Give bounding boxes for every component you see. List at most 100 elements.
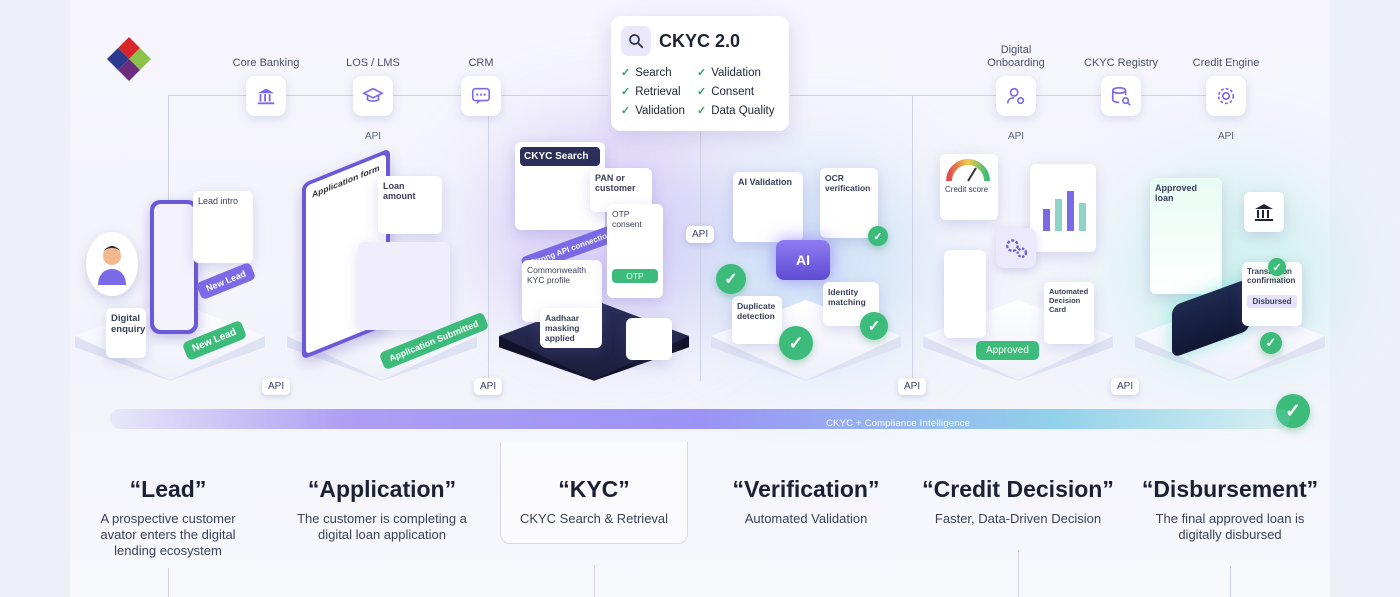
brand-logo-icon bbox=[107, 37, 151, 81]
system-label: CKYC Registry bbox=[1084, 57, 1158, 69]
decision-card: Automated Decision Card bbox=[1044, 282, 1094, 344]
connector-line bbox=[168, 568, 169, 597]
api-tag-credit-disbursement: API bbox=[1111, 378, 1140, 395]
check-circle-icon: ✓ bbox=[779, 326, 813, 360]
otp-consent-card: OTP consent OTP bbox=[607, 204, 663, 298]
stage-application: “Application” The customer is completing… bbox=[282, 476, 482, 543]
api-label: API bbox=[1007, 131, 1025, 142]
stage-title: “Disbursement” bbox=[1141, 476, 1319, 502]
check-icon: ✓ bbox=[621, 105, 631, 117]
stage-verification: “Verification” Automated Validation bbox=[706, 476, 906, 527]
id-card-icon bbox=[626, 318, 672, 360]
check-circle-icon: ✓ bbox=[860, 312, 888, 340]
otp-button[interactable]: OTP bbox=[612, 269, 658, 283]
stage-credit-decision: “Credit Decision” Faster, Data-Driven De… bbox=[903, 476, 1133, 527]
ckyc-feature-list: ✓Search ✓Validation ✓Retrieval ✓Consent … bbox=[621, 66, 779, 118]
system-credit-engine: Credit Engine API bbox=[1181, 42, 1271, 143]
disbursed-label: Disbursed bbox=[1247, 295, 1297, 308]
stage-lead: “Lead” A prospective customer avator ent… bbox=[68, 476, 268, 559]
system-label: Digital Onboarding bbox=[987, 44, 1045, 69]
stage-description: The final approved loan is digitally dis… bbox=[1155, 511, 1305, 542]
lead-info-card: Lead intro bbox=[193, 191, 253, 263]
system-label: Credit Engine bbox=[1192, 57, 1260, 69]
connector-line bbox=[1018, 550, 1019, 597]
stage-kyc: “KYC” CKYC Search & Retrieval bbox=[494, 476, 694, 527]
bar-chart-icon bbox=[1043, 191, 1086, 231]
user-settings-icon bbox=[996, 76, 1036, 116]
stage-description: A prospective customer avator enters the… bbox=[100, 511, 236, 558]
bank-icon bbox=[246, 76, 286, 116]
graduation-cap-icon bbox=[353, 76, 393, 116]
system-crm: CRM bbox=[436, 42, 526, 116]
analytics-chart-card bbox=[1030, 164, 1096, 252]
connector-line bbox=[594, 565, 595, 597]
gear-icon bbox=[1206, 76, 1246, 116]
bank-icon bbox=[1244, 192, 1284, 232]
kyc-highlight-box bbox=[500, 442, 688, 544]
connector-line bbox=[1230, 566, 1231, 597]
ckyc-feature: ✓Consent bbox=[697, 85, 755, 99]
stage-title: “Application” bbox=[307, 476, 457, 502]
api-tag-kyc: API bbox=[686, 226, 715, 243]
connector-line bbox=[168, 95, 169, 205]
stage-title: “Lead” bbox=[129, 476, 207, 502]
chat-icon bbox=[461, 76, 501, 116]
check-icon: ✓ bbox=[621, 67, 631, 79]
api-tag-application-kyc: API bbox=[474, 378, 503, 395]
loan-amount-card: Loan amount bbox=[378, 176, 442, 234]
ai-validation-card: AI Validation bbox=[733, 172, 803, 242]
stage-title: “Credit Decision” bbox=[922, 476, 1114, 502]
connector-line bbox=[488, 115, 489, 385]
system-label: Core Banking bbox=[232, 57, 300, 69]
ai-chip-icon: AI bbox=[776, 240, 830, 280]
check-circle-icon: ✓ bbox=[1268, 258, 1286, 276]
check-circle-icon: ✓ bbox=[1260, 332, 1282, 354]
connector-line bbox=[700, 131, 701, 381]
ckyc-feature: ✓Data Quality bbox=[697, 104, 775, 118]
credit-score-label: Credit score bbox=[945, 185, 989, 194]
ckyc-feature: ✓Retrieval bbox=[621, 85, 681, 99]
api-tag-lead-application: API bbox=[262, 378, 291, 395]
check-icon: ✓ bbox=[697, 86, 707, 98]
aadhaar-masking-card: Aadhaar masking applied bbox=[540, 308, 602, 348]
system-label: CRM bbox=[468, 57, 494, 69]
system-ckyc-registry: CKYC Registry bbox=[1076, 42, 1166, 116]
check-icon: ✓ bbox=[697, 105, 707, 117]
duplicate-detection-card: Duplicate detection bbox=[732, 296, 782, 344]
stage-description: The customer is completing a digital loa… bbox=[297, 511, 467, 542]
check-icon: ✓ bbox=[621, 86, 631, 98]
phone-mockup bbox=[150, 200, 198, 334]
system-label: LOS / LMS bbox=[346, 57, 400, 69]
ckyc-title: CKYC 2.0 bbox=[659, 30, 741, 51]
approved-badge: Approved bbox=[976, 341, 1039, 360]
system-los-lms: LOS / LMS API bbox=[328, 42, 418, 143]
avatar bbox=[86, 232, 138, 296]
ckyc-feature-card: CKYC 2.0 ✓Search ✓Validation ✓Retrieval … bbox=[611, 16, 789, 131]
credit-gauge-icon bbox=[946, 159, 990, 182]
compliance-data-beam bbox=[110, 409, 1290, 429]
ckyc-feature: ✓Search bbox=[621, 66, 672, 80]
gears-icon bbox=[996, 228, 1036, 268]
digital-enquiry-card: Digital enquiry bbox=[106, 308, 146, 358]
stage-description: Automated Validation bbox=[744, 511, 868, 526]
lead-card-title: Lead intro bbox=[198, 196, 239, 206]
ckyc-feature: ✓Validation bbox=[621, 104, 685, 118]
search-icon bbox=[621, 26, 651, 56]
system-core-banking: Core Banking bbox=[221, 42, 311, 116]
beam-label: CKYC + Compliance Intelligence bbox=[826, 418, 971, 429]
database-search-icon bbox=[1101, 76, 1141, 116]
stage-title: “KYC” bbox=[558, 476, 630, 502]
api-label: API bbox=[364, 131, 382, 142]
api-tag-verification-credit: API bbox=[898, 378, 927, 395]
stage-description: CKYC Search & Retrieval bbox=[519, 511, 669, 526]
ckyc-feature: ✓Validation bbox=[697, 66, 761, 80]
credit-score-card: Credit score bbox=[940, 154, 998, 220]
connector-line bbox=[912, 95, 913, 385]
ocr-verification-card: OCR verification bbox=[820, 168, 878, 238]
check-circle-icon: ✓ bbox=[716, 264, 746, 294]
check-circle-icon: ✓ bbox=[868, 226, 888, 246]
api-label: API bbox=[1217, 131, 1235, 142]
stage-disbursement: “Disbursement” The final approved loan i… bbox=[1130, 476, 1330, 543]
stage-title: “Verification” bbox=[732, 476, 880, 502]
ckyc-search-title: CKYC Search bbox=[520, 147, 600, 166]
